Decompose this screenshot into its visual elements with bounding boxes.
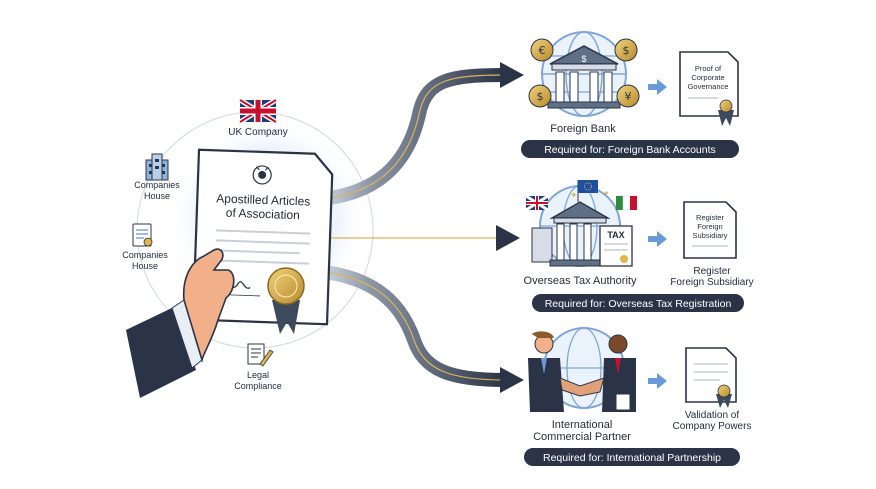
- bank-requirement-text: Required for: Foreign Bank Accounts: [544, 144, 716, 156]
- doc-line-1: Proof of: [695, 64, 722, 73]
- register-document-icon: Register Foreign Subsidiary: [683, 201, 737, 259]
- partner-title-2: Commercial Partner: [533, 431, 631, 443]
- small-arrow-icon: [648, 79, 667, 95]
- small-arrow-icon-3: [648, 373, 667, 389]
- tax-requirement-pill: [532, 294, 744, 312]
- partner-result-line1: Validation of: [685, 410, 740, 421]
- doc2-line-2: Foreign: [697, 222, 722, 231]
- source-hub: UK Company Companies House Companies Hou…: [122, 62, 524, 398]
- doc-line-3: Governance: [688, 82, 729, 91]
- side-item-3-line2: Compliance: [234, 381, 282, 391]
- doc2-line-3: Subsidiary: [692, 231, 727, 240]
- tax-badge: TAX: [607, 230, 624, 240]
- uk-company-label: UK Company: [228, 127, 287, 138]
- small-arrow-icon-2: [648, 231, 667, 247]
- side-item-1-line2: House: [144, 191, 170, 201]
- svg-text:€: €: [539, 44, 546, 57]
- document-title-1: Apostilled Articles: [216, 191, 310, 208]
- arrowhead-tax: [496, 225, 520, 251]
- svg-text:¥: ¥: [625, 90, 632, 103]
- tax-title: Overseas Tax Authority: [524, 275, 637, 287]
- doc-line-2: Corporate: [691, 73, 724, 82]
- italy-flag-icon: [616, 195, 637, 211]
- handshake-icon: [528, 331, 636, 412]
- certificate-icon: [132, 223, 153, 247]
- uk-flag-small-icon: [525, 194, 549, 212]
- destination-tax-authority: ✦ ✦ TAX Overseas Tax Authority Required …: [524, 180, 754, 312]
- partner-requirement-text: Required for: International Partnership: [543, 452, 721, 464]
- partner-requirement-pill: [524, 448, 740, 466]
- bank-title: Foreign Bank: [550, 123, 616, 135]
- destination-foreign-bank: $ € $ $ ¥ Foreign Bank Required for: For…: [521, 31, 739, 158]
- flow-to-bank-line: [299, 74, 506, 201]
- seal-icon: [267, 267, 305, 334]
- eu-flag-icon: [577, 180, 598, 202]
- document-title-2: of Association: [226, 206, 300, 223]
- royal-crest-icon: [252, 165, 272, 185]
- dollar-coin-icon: $ $: [528, 38, 638, 108]
- side-item-2-line2: House: [132, 261, 158, 271]
- euro-coin-icon: €: [530, 38, 554, 62]
- uk-flag-icon: [238, 97, 278, 125]
- side-item-2-line1: Companies: [122, 250, 168, 260]
- tax-building-icon: [531, 201, 613, 267]
- hand-icon: [126, 248, 235, 398]
- destination-commercial-partner: International Commercial Partner Require…: [524, 327, 752, 466]
- side-item-3-line1: Legal: [247, 370, 269, 380]
- tax-requirement-text: Required for: Overseas Tax Registration: [545, 298, 732, 310]
- svg-text:$: $: [623, 44, 630, 57]
- tax-result-line2: Foreign Subsidiary: [670, 277, 753, 288]
- sparkle-icon-2: ✦: [603, 189, 610, 198]
- partner-result-line2: Company Powers: [673, 421, 752, 432]
- governance-document-icon: Proof of Corporate Governance: [679, 51, 739, 126]
- building-icon: [145, 153, 169, 181]
- svg-text:$: $: [537, 90, 544, 103]
- arrowhead-partner: [500, 367, 524, 393]
- yen-coin-icon: ¥: [616, 84, 640, 108]
- partner-title-1: International: [552, 419, 613, 431]
- side-item-1-line1: Companies: [134, 180, 180, 190]
- tax-form-icon: TAX: [599, 225, 633, 267]
- svg-text:$: $: [581, 54, 586, 64]
- doc2-line-1: Register: [696, 213, 724, 222]
- bank-requirement-pill: [521, 140, 739, 158]
- sparkle-icon: ✦: [570, 191, 578, 201]
- arrowhead-bank: [500, 62, 524, 88]
- tax-result-line1: Register: [693, 266, 731, 277]
- flow-to-partner-line: [299, 269, 506, 381]
- bank-building-icon: $: [547, 45, 621, 109]
- legal-document-icon: [247, 343, 274, 367]
- validation-document-icon: [685, 347, 737, 408]
